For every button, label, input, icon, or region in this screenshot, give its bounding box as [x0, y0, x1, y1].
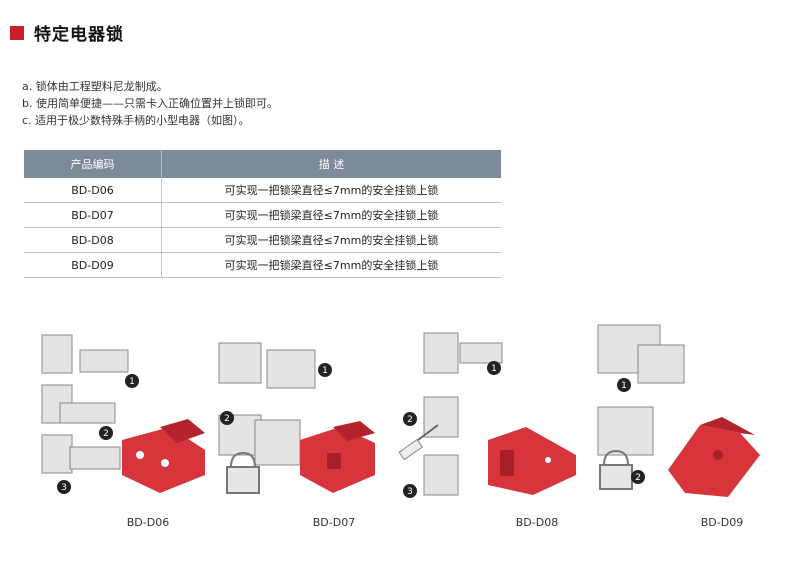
bd-d08-illustration: 1 2 3 [398, 332, 576, 498]
table-header-row: 产品编码 描 述 [24, 150, 501, 178]
cell-code: BD-D06 [24, 178, 162, 203]
step-badge [125, 374, 139, 388]
step-badge [631, 470, 645, 484]
cell-code: BD-D07 [24, 202, 162, 228]
red-lock-icon [122, 419, 205, 493]
cell-desc: 可实现一把锁梁直径≤7mm的安全挂锁上锁 [161, 252, 501, 278]
bd-d06-illustration: 1 2 3 [41, 334, 205, 494]
section-title: 特定电器锁 [10, 20, 124, 45]
bd-d09-illustration: 1 2 [597, 324, 760, 497]
product-caption: BD-D06 [126, 516, 170, 529]
step-badges [403, 361, 501, 498]
feature-item: c. 适用于极少数特殊手柄的小型电器（如图）。 [22, 114, 250, 127]
table-row: BD-D07 可实现一把锁梁直径≤7mm的安全挂锁上锁 [24, 202, 501, 228]
cell-code: BD-D08 [24, 227, 162, 253]
table-row: BD-D09 可实现一把锁梁直径≤7mm的安全挂锁上锁 [24, 252, 501, 278]
red-lock-icon [668, 417, 760, 497]
padlock-icon [226, 451, 260, 494]
red-lock-icon [488, 427, 576, 495]
feature-item: a. 锁体由工程塑料尼龙制成。 [22, 80, 168, 93]
feature-item: b. 使用简单便捷——只需卡入正确位置并上锁即可。 [22, 97, 278, 110]
product-caption: BD-D07 [312, 516, 356, 529]
red-lock-icon [300, 421, 375, 493]
screwdriver-icon [398, 424, 439, 461]
table-row: BD-D06 可实现一把锁梁直径≤7mm的安全挂锁上锁 [24, 178, 501, 203]
step-number: 1 [322, 366, 328, 376]
step-badge [403, 484, 417, 498]
step-badges [57, 374, 139, 494]
step-badges [617, 378, 645, 484]
step-number: 2 [224, 414, 230, 424]
step-badge [487, 361, 501, 375]
header-desc: 描 述 [161, 150, 501, 178]
table-row: BD-D08 可实现一把锁梁直径≤7mm的安全挂锁上锁 [24, 227, 501, 253]
cell-desc: 可实现一把锁梁直径≤7mm的安全挂锁上锁 [161, 227, 501, 253]
step-badge [220, 411, 234, 425]
step-badges [220, 363, 332, 425]
step-badge [617, 378, 631, 392]
step-number: 1 [129, 377, 135, 387]
step-number: 2 [103, 429, 109, 439]
spec-table: 产品编码 描 述 BD-D06 可实现一把锁梁直径≤7mm的安全挂锁上锁 BD-… [24, 150, 501, 278]
step-number: 3 [407, 487, 413, 497]
product-caption: BD-D08 [515, 516, 559, 529]
product-bd-d07: 1 2 [215, 315, 380, 510]
step-number: 2 [407, 415, 413, 425]
step-number: 3 [61, 483, 67, 493]
product-caption: BD-D09 [700, 516, 744, 529]
step-badge [318, 363, 332, 377]
title-marker [10, 25, 24, 40]
cell-code: BD-D09 [24, 252, 162, 278]
product-bd-d09: 1 2 [590, 315, 770, 510]
bd-d07-illustration: 1 2 [218, 342, 375, 494]
step-badge [403, 412, 417, 426]
step-badge [99, 426, 113, 440]
step-badge [57, 480, 71, 494]
feature-list: a. 锁体由工程塑料尼龙制成。 b. 使用简单便捷——只需卡入正确位置并上锁即可… [22, 78, 278, 129]
step-number: 2 [635, 473, 641, 483]
product-bd-d08: 1 2 3 [398, 315, 583, 510]
header-code: 产品编码 [24, 150, 162, 178]
cell-desc: 可实现一把锁梁直径≤7mm的安全挂锁上锁 [161, 178, 501, 203]
step-number: 1 [491, 364, 497, 374]
product-bd-d06: 1 2 3 [40, 315, 215, 510]
cell-desc: 可实现一把锁梁直径≤7mm的安全挂锁上锁 [161, 202, 501, 228]
padlock-icon [599, 449, 633, 490]
step-number: 1 [621, 381, 627, 391]
page-title: 特定电器锁 [34, 25, 124, 45]
